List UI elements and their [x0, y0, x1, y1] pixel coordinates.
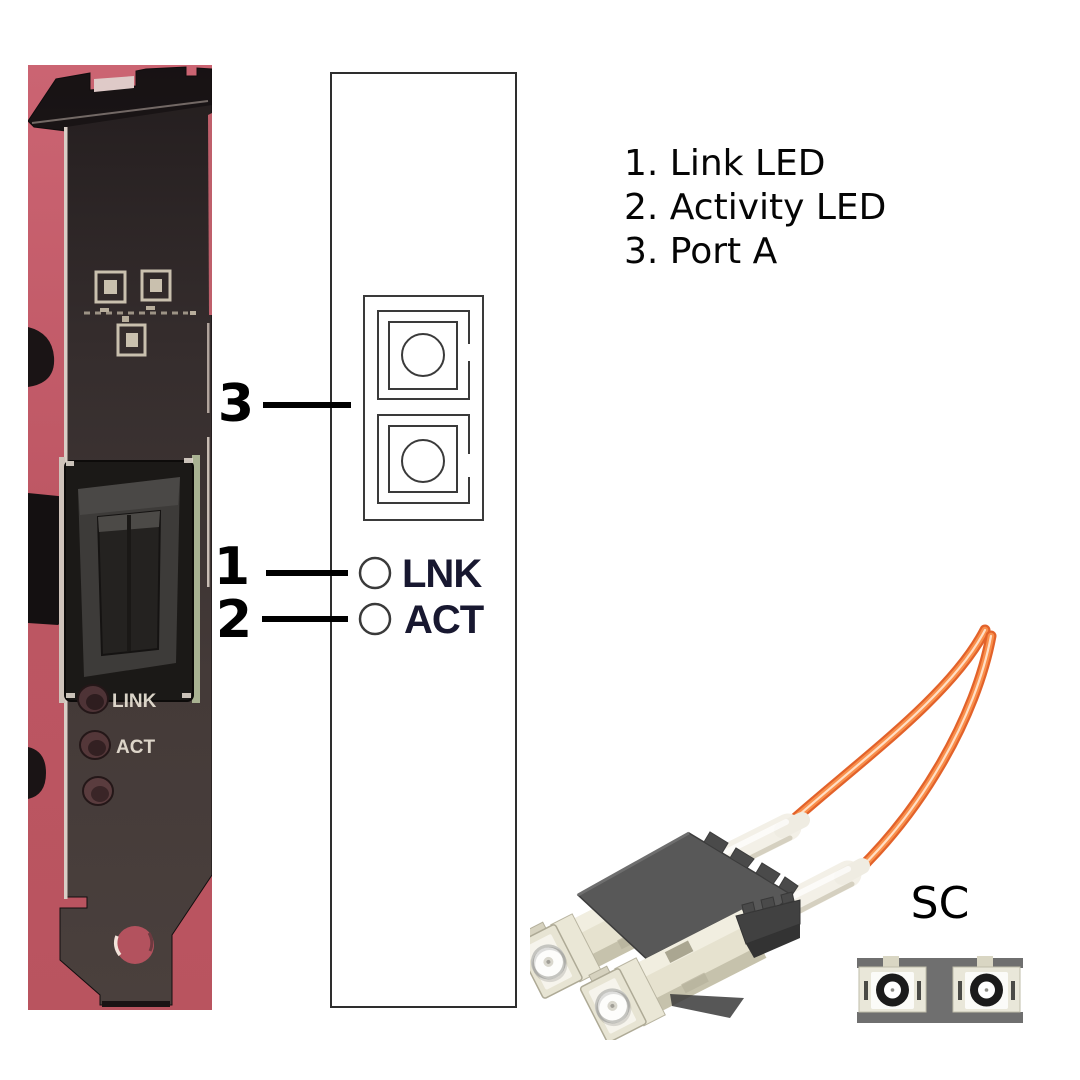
callout-number-port: 3: [217, 374, 255, 434]
legend-item-activity: 2. Activity LED: [624, 187, 887, 228]
photo-sc-port: [59, 455, 200, 703]
bracket-photo: LINK ACT: [28, 65, 212, 1010]
port-frame-right: [192, 455, 200, 703]
activity-led-circle: [358, 602, 392, 636]
sc-type-label: SC: [910, 878, 970, 929]
port-ferrule-circle-bottom: [401, 439, 445, 483]
callout-line-port: [263, 402, 351, 408]
bracket-right-pink-sliver: [208, 113, 212, 315]
faceplate-link-label: LNK: [402, 552, 482, 596]
clip-ridges: [703, 831, 799, 896]
link-led-circle: [358, 556, 392, 590]
faceplate-artwork: LNK ACT: [358, 295, 485, 642]
callout-number-activity: 2: [215, 590, 253, 650]
screw-hole-highlight: [113, 935, 122, 957]
bracket-right-edge-highlight2: [207, 437, 210, 587]
fiber-strands: [776, 624, 997, 888]
adapter-ferrule-left: [876, 973, 909, 1007]
legend-item-port: 3. Port A: [624, 231, 778, 272]
bracket-screw-hole: [116, 926, 154, 964]
clip-ridge-block-2: [735, 891, 801, 958]
bracket-crease: [31, 100, 209, 124]
faceplate-act-label: ACT: [404, 598, 484, 642]
sc-duplex-port-drawing: [363, 295, 484, 521]
bracket-top-slot-highlight: [94, 76, 134, 92]
sc-adapter-icon: [857, 956, 1023, 1023]
callout-line-link: [266, 570, 348, 576]
etched-certification-marks: [84, 269, 196, 357]
port-ferrule-circle-top: [401, 333, 445, 377]
legend-item-link: 1. Link LED: [624, 143, 826, 184]
faceplate-diagram: LNK ACT: [330, 72, 517, 1008]
fiber-cable-illustration: [530, 624, 997, 1040]
bracket-tab-bottom-edge: [102, 1001, 170, 1007]
bracket-top-fold: [28, 67, 212, 131]
photo-link-label: LINK: [112, 691, 157, 712]
callout-number-link: 1: [213, 537, 251, 597]
legend-list: 1. Link LED 2. Activity LED 3. Port A: [624, 142, 886, 274]
sc-plug-b: [579, 909, 767, 1040]
bracket-right-edge-highlight: [207, 323, 210, 413]
duplex-clip: [576, 831, 799, 992]
screw-hole-shadow: [147, 932, 154, 952]
photo-act-label: ACT: [116, 737, 155, 758]
adapter-ferrule-right: [970, 973, 1003, 1007]
port-frame-left: [59, 457, 65, 703]
callout-line-activity: [262, 616, 348, 622]
clip-shadow: [670, 994, 744, 1018]
photo-led-holes: [77, 684, 114, 806]
